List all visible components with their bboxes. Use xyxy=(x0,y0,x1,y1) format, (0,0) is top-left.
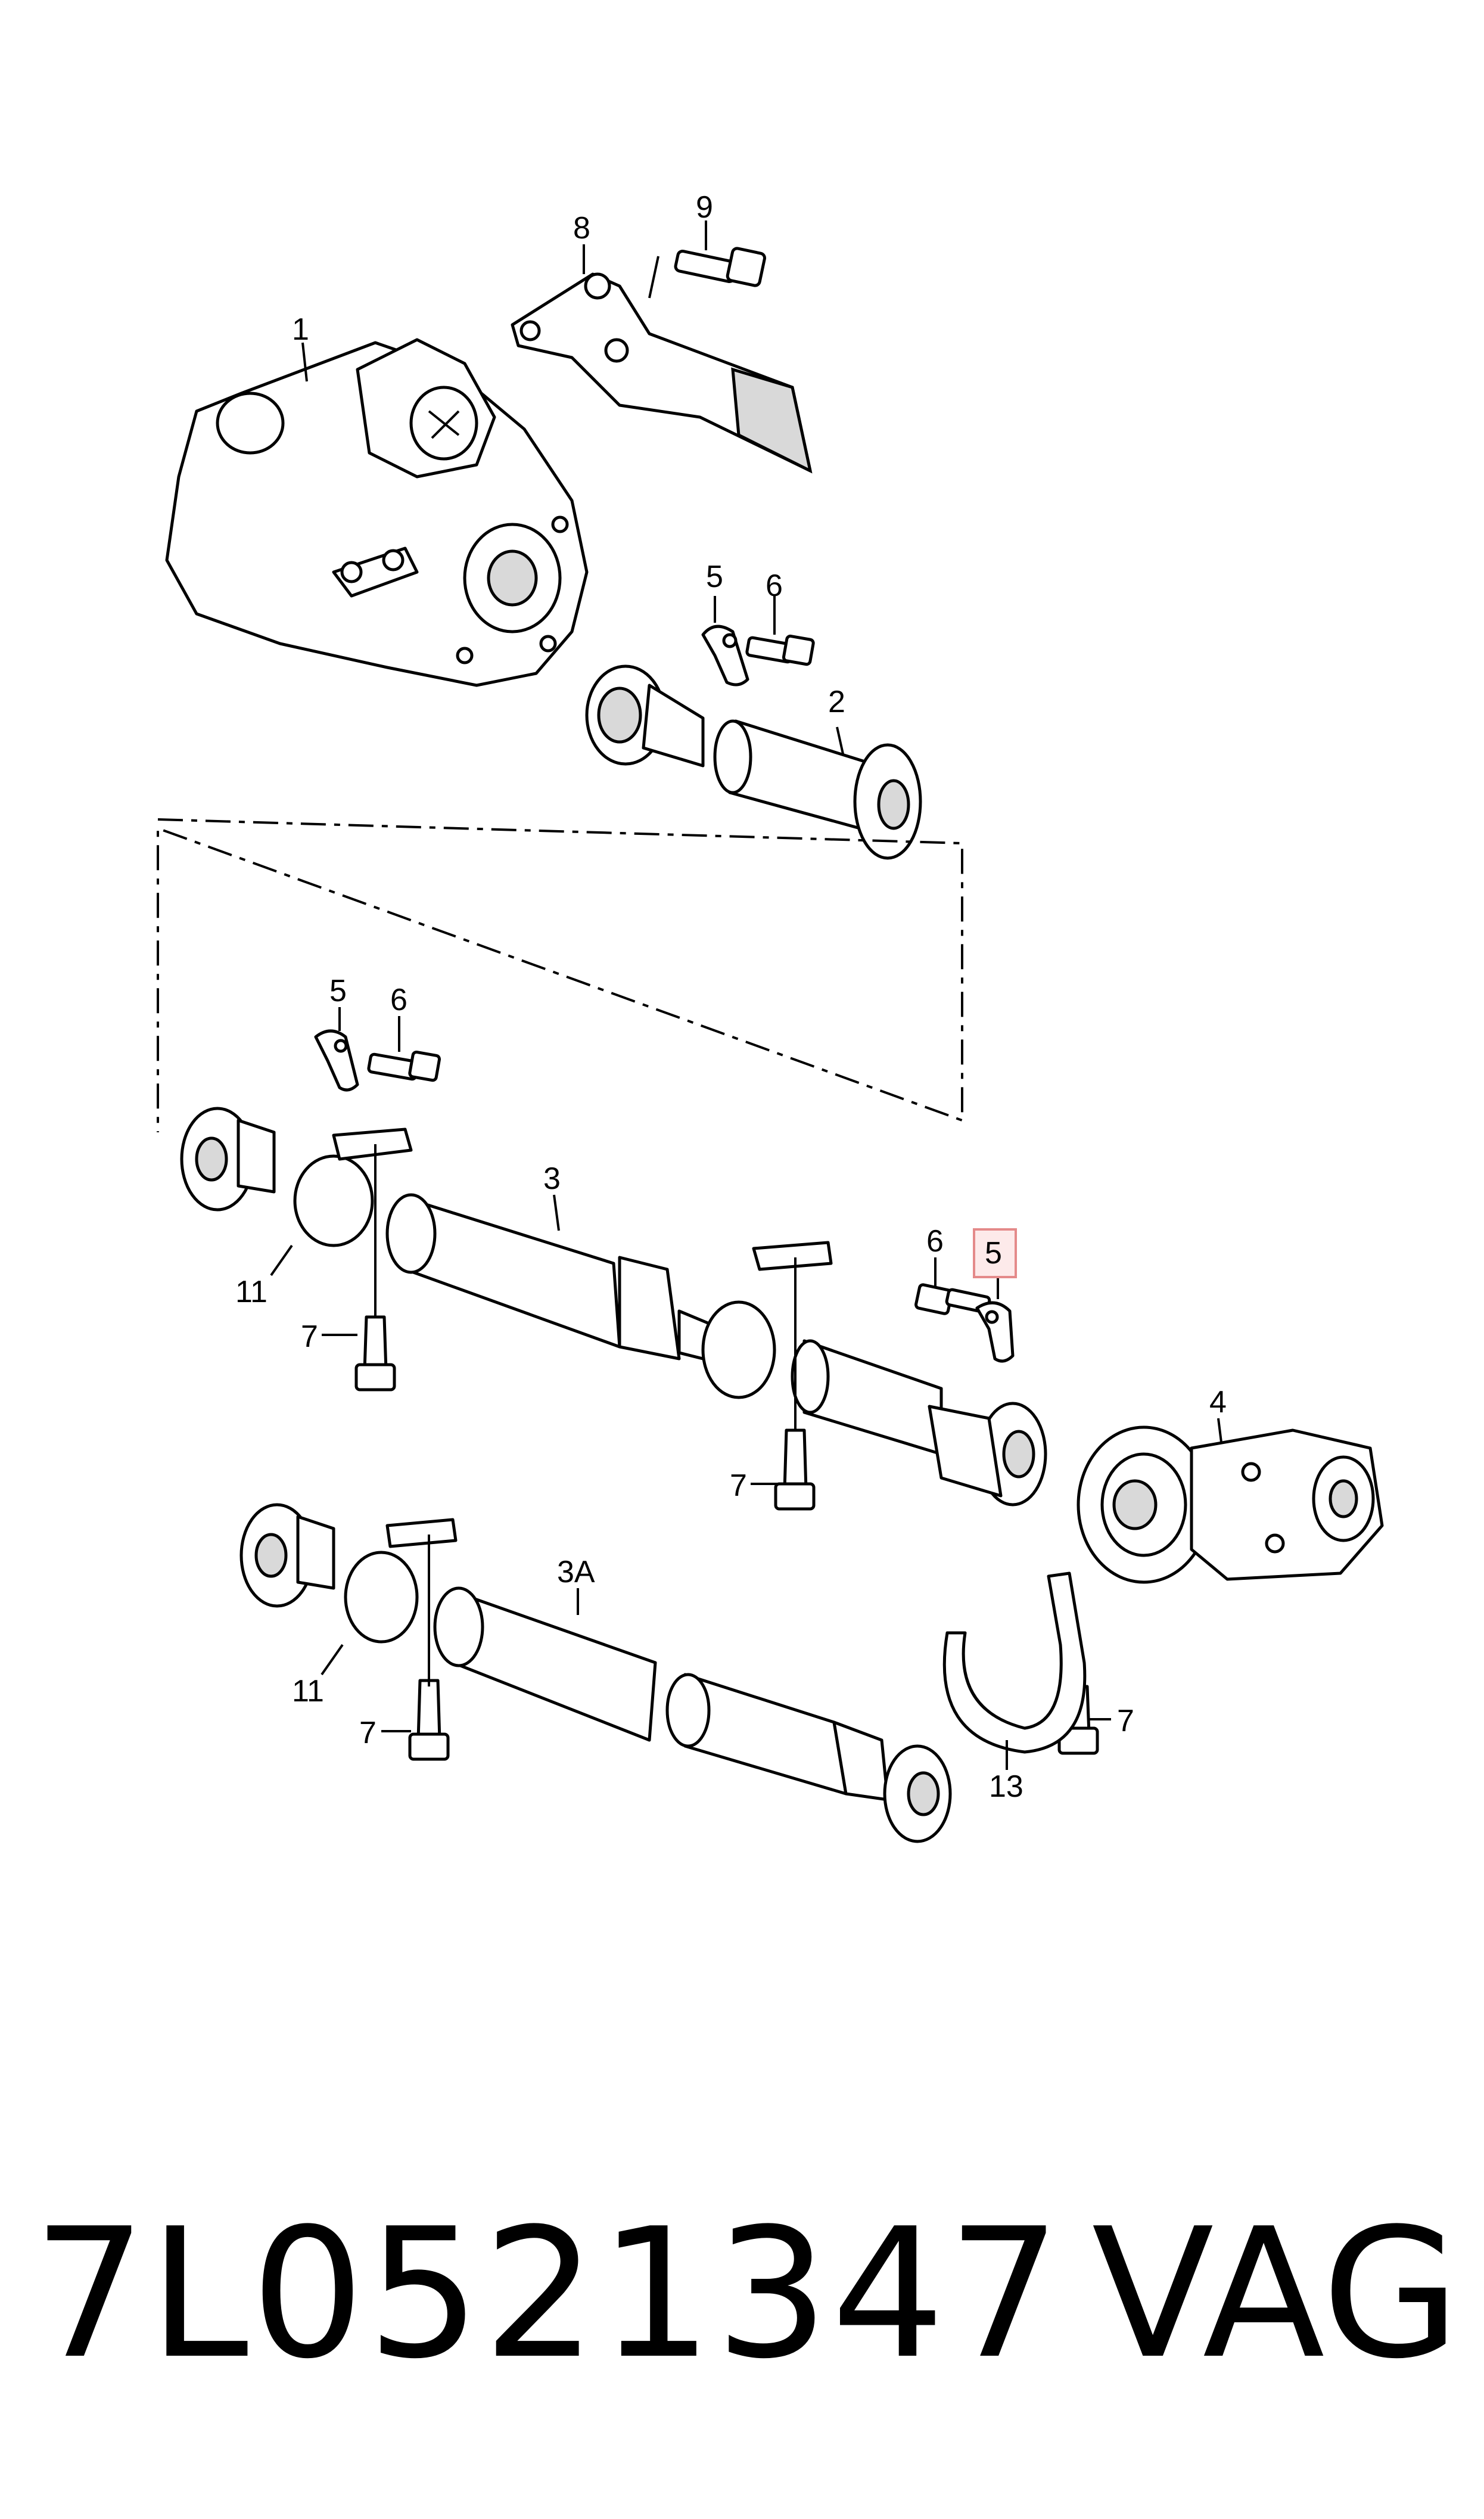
callout-5-highlighted: 5 xyxy=(985,1236,1002,1271)
strap-bracket-part-13 xyxy=(942,1571,1087,1754)
propshaft-part-3 xyxy=(180,1107,1047,1507)
callout-7-d: 7 xyxy=(1117,1704,1134,1738)
rear-differential-part-4 xyxy=(1077,1425,1384,1584)
callout-2: 2 xyxy=(828,685,845,719)
callout-13: 13 xyxy=(989,1769,1023,1804)
part-number: 7L0521347 xyxy=(33,2190,1064,2398)
bracket-clip-part-5-upper xyxy=(701,625,749,687)
bolt-part-6-left xyxy=(367,1050,441,1082)
callout-1: 1 xyxy=(292,312,309,347)
callout-6-left: 6 xyxy=(390,983,407,1017)
callout-5-upper: 5 xyxy=(706,560,723,594)
callout-11-lower: 11 xyxy=(292,1674,324,1709)
callout-3a: 3A xyxy=(557,1555,595,1589)
center-bearing-bracket-upper xyxy=(332,1128,833,1448)
assembly-outline xyxy=(157,818,963,1132)
callout-11-upper: 11 xyxy=(235,1275,267,1309)
callout-8: 8 xyxy=(573,211,590,246)
callout-leaders xyxy=(270,220,1222,1770)
callout-3: 3 xyxy=(543,1161,561,1196)
callout-7-b: 7 xyxy=(730,1468,747,1503)
bolt-part-6-upper xyxy=(745,634,815,666)
bracket-clip-part-5-left xyxy=(314,1029,359,1092)
bolt-part-9 xyxy=(674,247,766,287)
callout-9: 9 xyxy=(696,190,713,225)
callout-6-upper: 6 xyxy=(766,569,783,603)
propshaft-part-3a xyxy=(239,1503,952,1843)
heat-shield-part-8 xyxy=(511,272,813,474)
highlight-box xyxy=(973,1228,1017,1278)
bolt-part-7-c xyxy=(408,1679,450,1761)
bolt-part-7-b xyxy=(774,1428,816,1511)
bracket-clip-part-5-highlighted xyxy=(975,1301,1015,1363)
callout-7-c: 7 xyxy=(359,1716,377,1750)
bolt-part-7-a xyxy=(354,1315,396,1391)
callout-4: 4 xyxy=(1209,1385,1227,1420)
transmission-part-1 xyxy=(165,338,589,687)
callout-labels: 1 8 9 5 6 2 5 6 3 11 7 6 5 4 7 3A 11 7 7… xyxy=(235,190,1227,1804)
callout-6-right: 6 xyxy=(926,1224,944,1259)
callout-7-a: 7 xyxy=(301,1319,318,1354)
brand-label: VAG xyxy=(1091,2190,1460,2398)
propshaft-part-2 xyxy=(585,664,922,860)
callout-5-left: 5 xyxy=(329,974,347,1008)
